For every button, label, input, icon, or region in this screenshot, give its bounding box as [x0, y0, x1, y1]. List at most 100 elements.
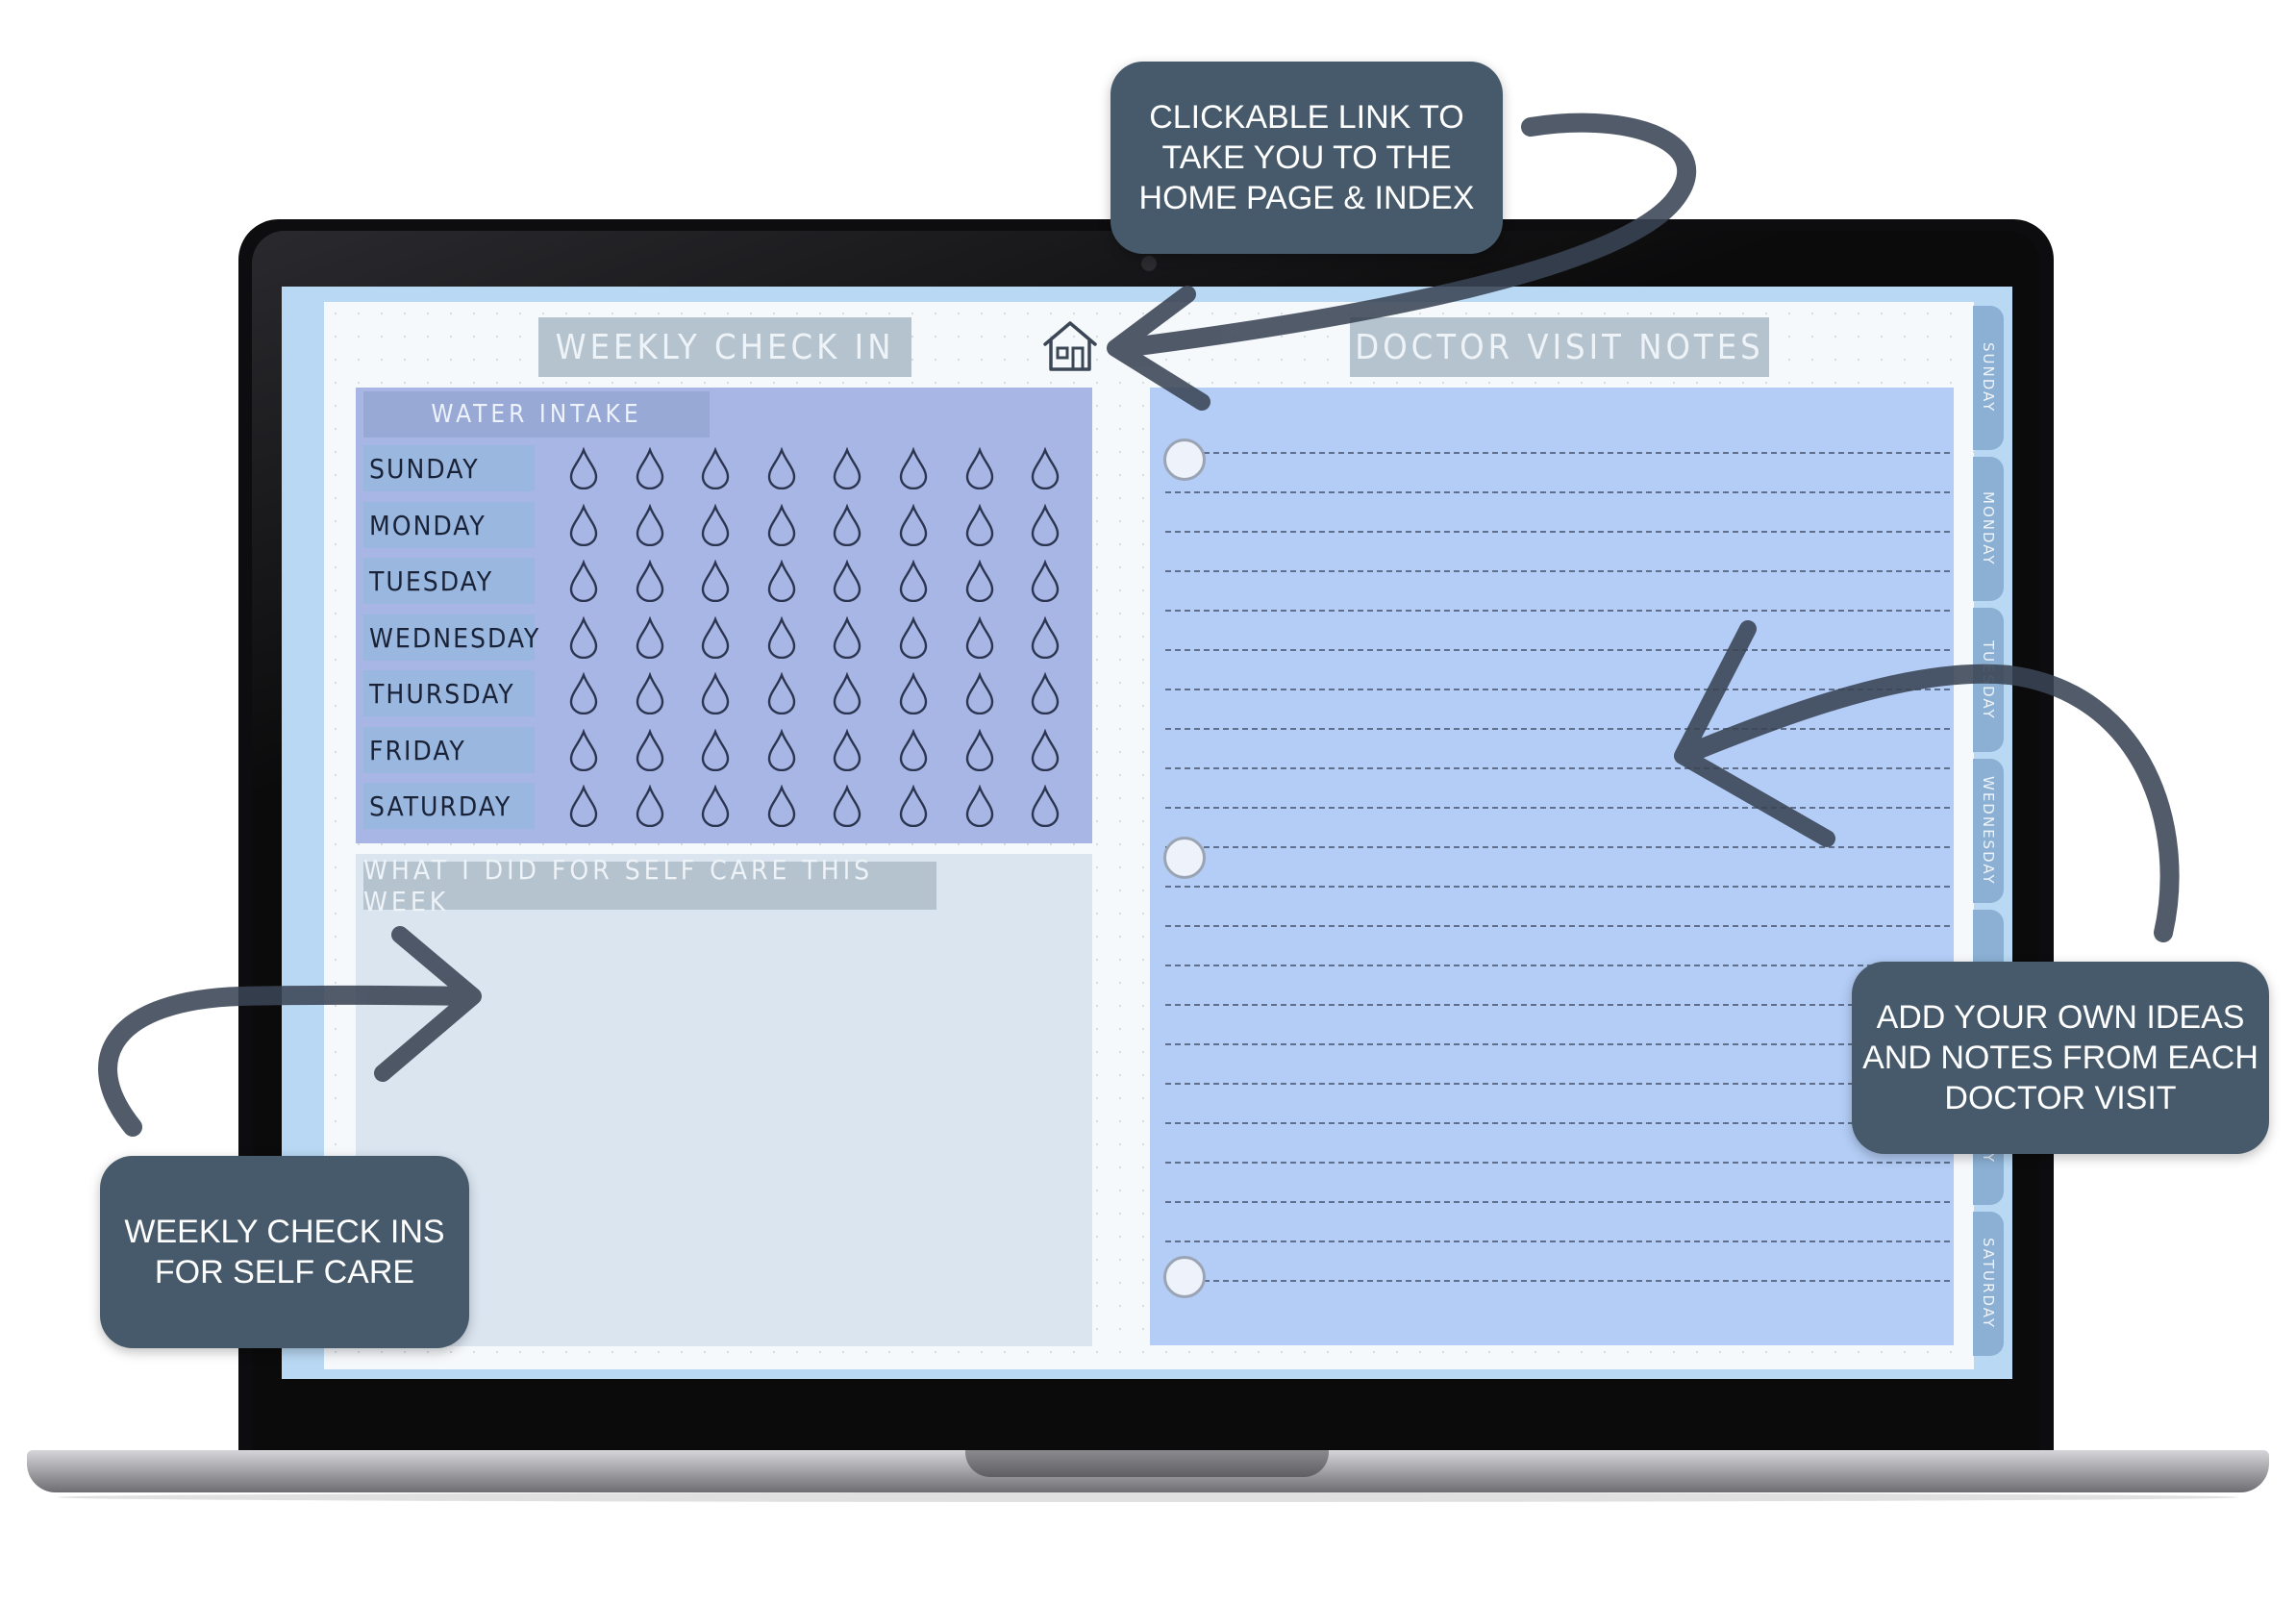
notes-callout-text: ADD YOUR OWN IDEAS AND NOTES FROM EACH D…: [1862, 999, 2259, 1116]
water-drop-icon[interactable]: [831, 446, 863, 490]
water-drop-icon[interactable]: [831, 559, 863, 603]
water-drop-icon[interactable]: [831, 671, 863, 715]
side-tab-label: SUNDAY: [1980, 342, 1997, 414]
day-label-friday: FRIDAY: [363, 727, 535, 773]
water-drop-icon[interactable]: [1029, 559, 1061, 603]
water-drop-icon[interactable]: [897, 784, 930, 828]
note-line: [1165, 1280, 1950, 1282]
water-drop-icon[interactable]: [567, 559, 600, 603]
water-drop-icon[interactable]: [765, 671, 798, 715]
water-drop-icon[interactable]: [1029, 503, 1061, 547]
water-drop-icon[interactable]: [963, 559, 996, 603]
water-drop-icon[interactable]: [567, 671, 600, 715]
note-line: [1165, 610, 1950, 612]
water-drop-icon[interactable]: [897, 728, 930, 772]
note-line: [1165, 1122, 1950, 1124]
water-drop-icon[interactable]: [963, 728, 996, 772]
side-tab-monday[interactable]: MONDAY: [1973, 457, 2004, 601]
home-link-callout-text: CLICKABLE LINK TO TAKE YOU TO THE HOME P…: [1138, 99, 1475, 216]
water-drop-icon[interactable]: [567, 784, 600, 828]
note-line: [1165, 925, 1950, 927]
weekly-check-in-title: WEEKLY CHECK IN: [538, 317, 911, 377]
water-drop-icon[interactable]: [634, 559, 666, 603]
day-label-monday: MONDAY: [363, 502, 535, 548]
note-line: [1165, 728, 1950, 730]
water-drop-icon[interactable]: [765, 559, 798, 603]
check-ins-callout: WEEKLY CHECK INS FOR SELF CARE: [100, 1156, 469, 1348]
laptop-notch: [965, 1450, 1329, 1477]
water-drop-icon[interactable]: [1029, 784, 1061, 828]
camera-dot: [1141, 256, 1157, 271]
water-drop-icon[interactable]: [699, 503, 732, 547]
water-drop-icon[interactable]: [831, 728, 863, 772]
water-drop-icon[interactable]: [765, 728, 798, 772]
water-drop-icon[interactable]: [634, 503, 666, 547]
side-tab-saturday[interactable]: SATURDAY: [1973, 1212, 2004, 1356]
side-day-tabs: SUNDAYMONDAYTUESDAYWEDNESDAYTHFRIDAYSATU…: [1973, 306, 2004, 1364]
binder-ring: [1163, 439, 1206, 481]
day-label-sunday: SUNDAY: [363, 445, 535, 491]
water-drop-icon[interactable]: [1029, 728, 1061, 772]
water-drop-icon[interactable]: [567, 446, 600, 490]
side-tab-label: MONDAY: [1980, 491, 1997, 566]
water-drop-icon[interactable]: [567, 503, 600, 547]
water-drop-icon[interactable]: [699, 615, 732, 660]
water-drop-icon[interactable]: [963, 615, 996, 660]
water-drop-icon[interactable]: [699, 559, 732, 603]
note-line: [1165, 807, 1950, 809]
doctor-visit-notes-title: DOCTOR VISIT NOTES: [1350, 317, 1769, 377]
water-drop-icon[interactable]: [1029, 615, 1061, 660]
water-drop-icon[interactable]: [1029, 671, 1061, 715]
note-line: [1165, 570, 1950, 572]
water-drop-icon[interactable]: [963, 784, 996, 828]
water-drop-icon[interactable]: [634, 446, 666, 490]
water-drop-icon[interactable]: [699, 728, 732, 772]
water-drop-icon[interactable]: [897, 615, 930, 660]
water-drop-icon[interactable]: [765, 503, 798, 547]
water-drop-icon[interactable]: [699, 784, 732, 828]
water-drop-icon[interactable]: [699, 671, 732, 715]
water-intake-label: WATER INTAKE: [363, 391, 710, 438]
water-drop-icon[interactable]: [765, 615, 798, 660]
water-drop-icon[interactable]: [567, 728, 600, 772]
home-icon[interactable]: [1041, 319, 1099, 373]
water-drop-icon[interactable]: [1029, 446, 1061, 490]
water-drop-icon[interactable]: [634, 671, 666, 715]
side-tab-label: SATURDAY: [1980, 1238, 1997, 1330]
water-drop-icon[interactable]: [634, 615, 666, 660]
note-line: [1165, 1083, 1950, 1085]
water-drop-icon[interactable]: [567, 615, 600, 660]
water-drop-icon[interactable]: [831, 615, 863, 660]
note-line: [1165, 886, 1950, 888]
selfcare-label: WHAT I DID FOR SELF CARE THIS WEEK: [363, 854, 936, 917]
water-drop-icon[interactable]: [897, 446, 930, 490]
day-label-thursday: THURSDAY: [363, 670, 535, 716]
day-label-wednesday: WEDNESDAY: [363, 614, 538, 661]
note-line: [1165, 1241, 1950, 1242]
water-drop-icon[interactable]: [897, 559, 930, 603]
check-ins-callout-text: WEEKLY CHECK INS FOR SELF CARE: [124, 1214, 445, 1291]
water-drop-icon[interactable]: [897, 503, 930, 547]
side-tab-label: TUESDAY: [1980, 639, 1997, 720]
note-line: [1165, 689, 1950, 690]
side-tab-tuesday[interactable]: TUESDAY: [1973, 608, 2004, 752]
water-drop-icon[interactable]: [634, 784, 666, 828]
note-line: [1165, 1162, 1950, 1164]
water-drop-icon[interactable]: [765, 784, 798, 828]
water-drop-icon[interactable]: [831, 784, 863, 828]
side-tab-sunday[interactable]: SUNDAY: [1973, 306, 2004, 450]
water-drop-icon[interactable]: [897, 671, 930, 715]
water-drop-icon[interactable]: [831, 503, 863, 547]
note-line: [1165, 767, 1950, 769]
water-drop-icon[interactable]: [963, 446, 996, 490]
water-drop-icon[interactable]: [699, 446, 732, 490]
water-drop-icon[interactable]: [963, 503, 996, 547]
note-line: [1165, 1043, 1950, 1045]
water-drop-icon[interactable]: [634, 728, 666, 772]
water-drop-icon[interactable]: [963, 671, 996, 715]
side-tab-wednesday[interactable]: WEDNESDAY: [1973, 759, 2004, 903]
note-line: [1165, 452, 1950, 454]
water-drop-icon[interactable]: [765, 446, 798, 490]
laptop-shadow: [58, 1492, 2238, 1502]
side-tab-label: WEDNESDAY: [1980, 776, 1997, 886]
